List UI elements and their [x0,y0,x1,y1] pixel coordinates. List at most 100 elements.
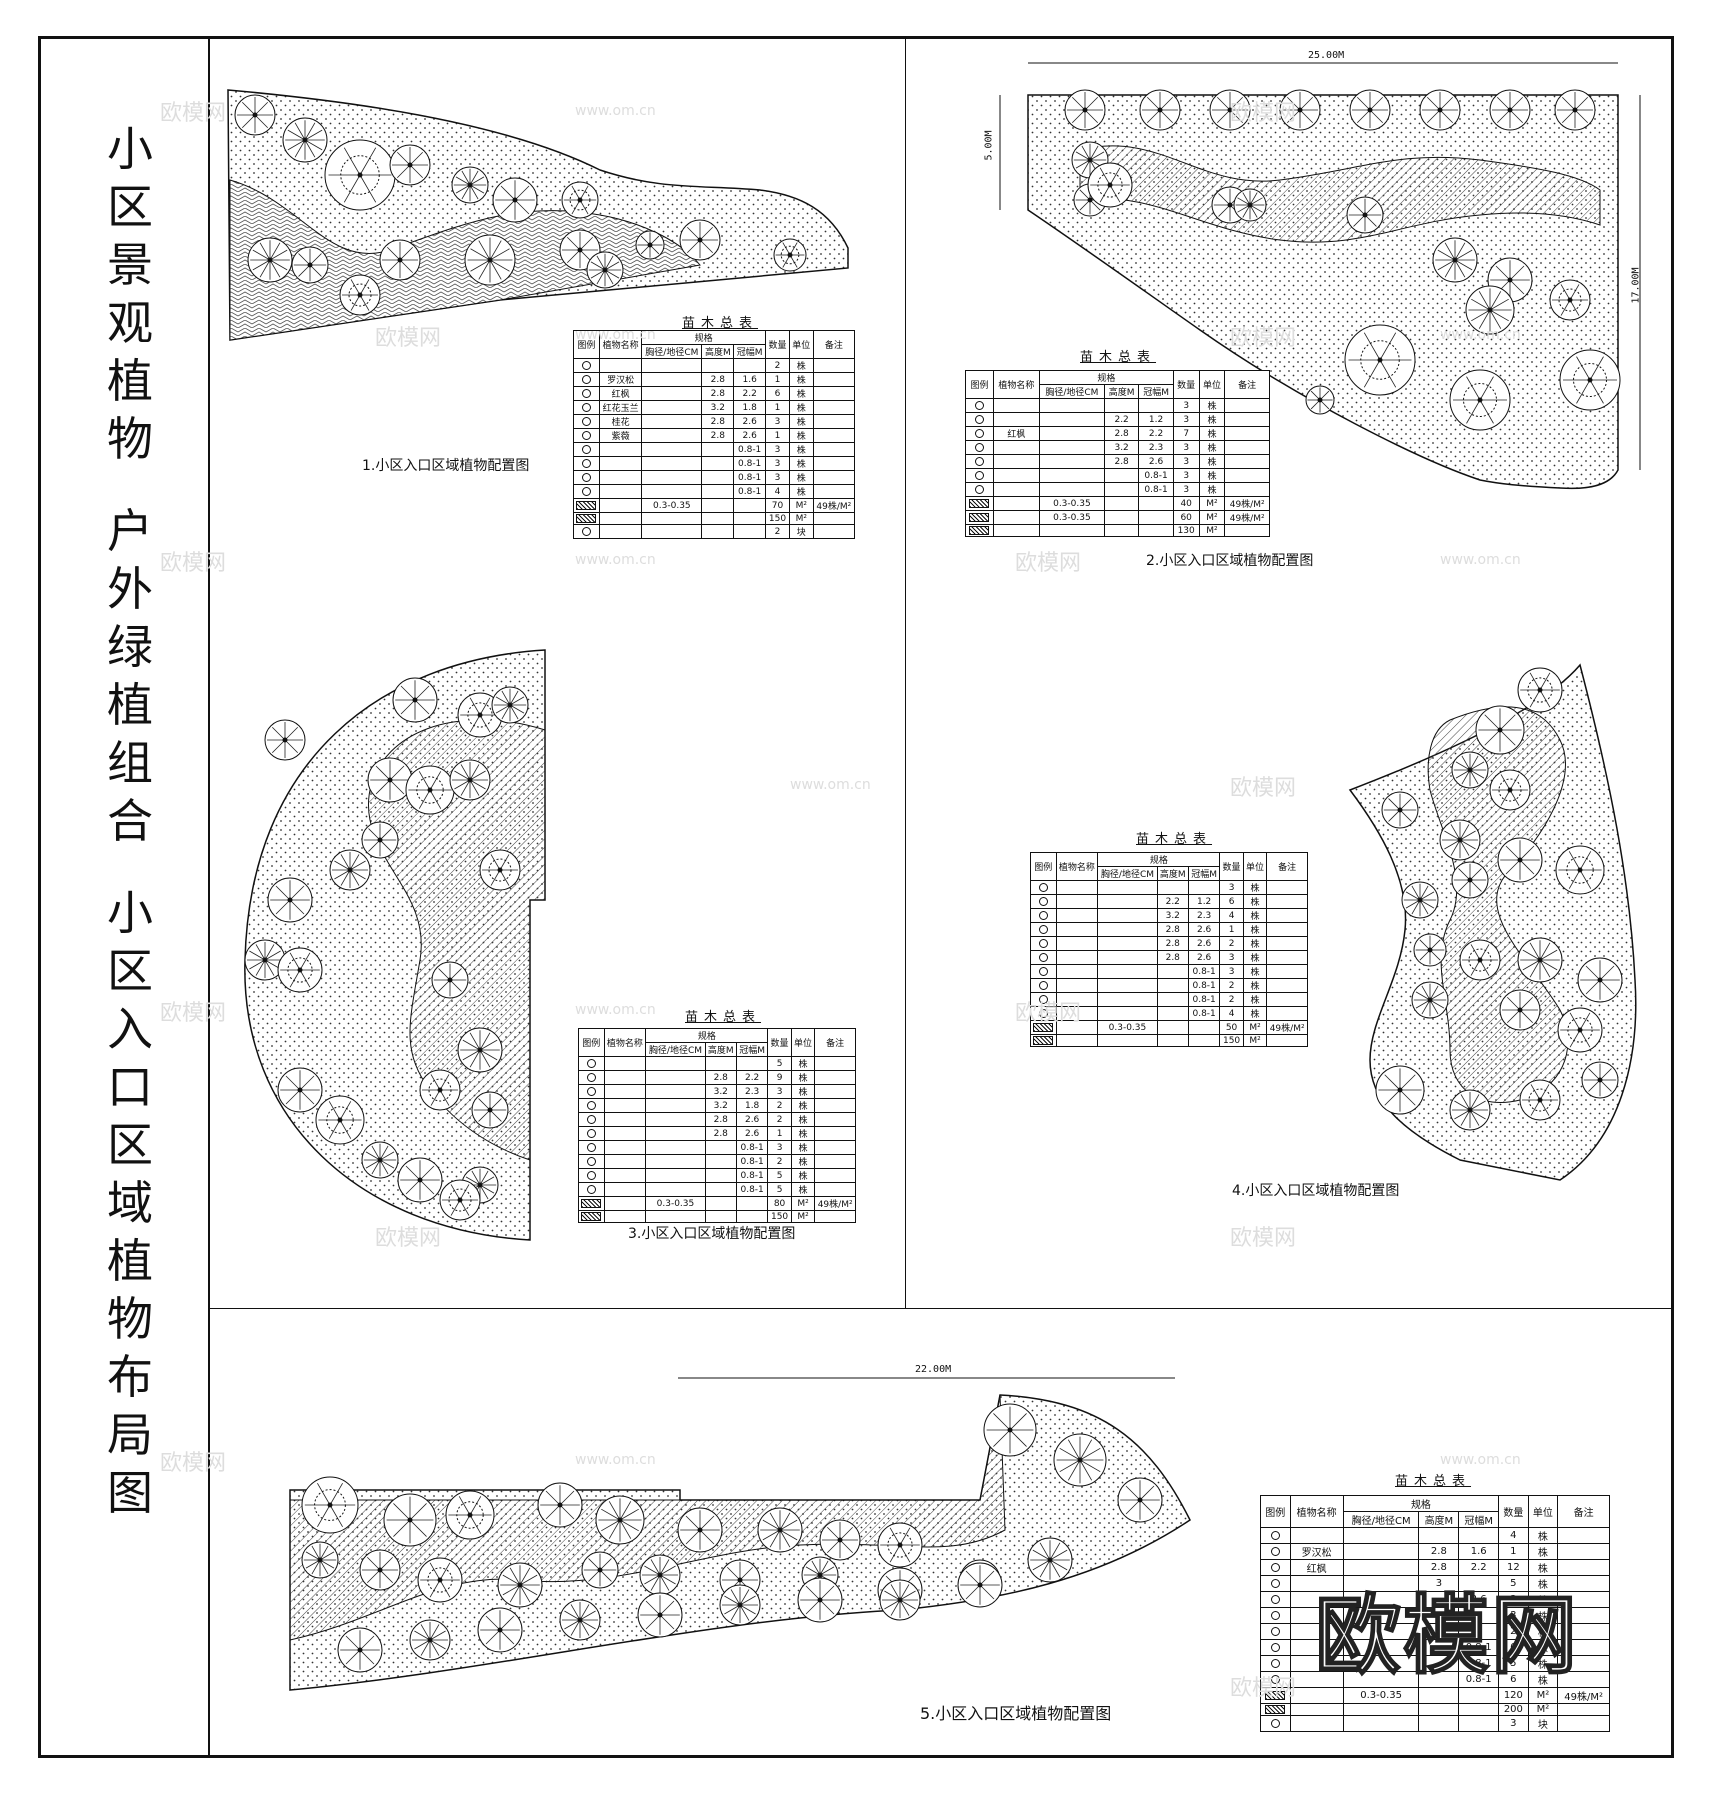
watermark-logo: 欧模网 [1230,1676,1297,1701]
watermark-url: www.om.cn [1440,327,1521,343]
legend-symbol-icon [1260,1703,1291,1716]
tree-symbol-icon [497,1562,543,1608]
tree-symbol-icon [1449,369,1511,431]
tree-symbol-icon [324,139,396,211]
table-cell: 0.8-1 [1138,482,1174,497]
col-unit: 单位 [1527,1495,1559,1528]
table-cell: 0.8-1 [1187,992,1221,1007]
tree-symbol-icon [379,239,421,281]
table-cell [1156,964,1189,979]
table-cell [645,1112,706,1127]
table-cell [1097,1006,1158,1021]
col-qty: 数量 [767,1028,792,1057]
tree-symbol-icon [451,166,489,204]
title-char: 植 [107,354,153,408]
table-cell [641,484,703,499]
table-cell [701,358,735,373]
legend-symbol-icon [573,386,600,401]
table-cell: 3 [765,456,790,471]
legend-symbol-icon [573,442,600,457]
table-cell [598,470,643,485]
table-cell [735,1056,769,1071]
table-cell: 2.8 [1103,426,1140,441]
table-cell: 3 [1172,482,1200,497]
table-cell: 3.2 [704,1084,737,1099]
tree-symbol-icon [409,1619,451,1661]
tree-symbol-icon [247,237,293,283]
tree-symbol-icon [1349,89,1391,131]
table-cell: M² [788,512,814,525]
tree-symbol-icon [1381,791,1419,829]
table-cell [603,1154,647,1169]
col-note: 备注 [1224,370,1270,399]
table-cell [704,1056,737,1071]
table-cell [704,1196,737,1211]
tree-symbol-icon [1497,837,1543,883]
table-cell: 1.2 [1138,412,1174,427]
col-note: 备注 [812,330,856,359]
table-cell [992,496,1040,511]
table-cell: M² [1198,496,1226,511]
table-cell [1138,510,1174,525]
table-cell [603,1210,647,1223]
table-cell: 5 [767,1056,792,1071]
plan-4 [1348,663,1637,1181]
col-legend: 图例 [965,370,994,399]
table-cell [1038,482,1105,497]
table-cell [1138,496,1174,511]
table-cell: 株 [788,358,814,373]
tree-symbol-icon [397,1157,443,1203]
table-cell: 70 [765,498,790,513]
table-cell [1055,1034,1099,1047]
table-cell: 6 [1219,894,1244,909]
watermark-url: www.om.cn [575,103,656,119]
table-cell [1224,454,1270,469]
table-cell: 2 [1219,936,1244,951]
table-cell [1038,440,1105,455]
legend-symbol-icon [578,1154,605,1169]
table-cell: 1 [1219,922,1244,937]
table-cell [1156,992,1189,1007]
table-cell [812,456,856,471]
col-qty: 数量 [1219,852,1244,881]
table-cell [1266,1034,1308,1047]
table-cell: 2 [1219,978,1244,993]
tree-symbol-icon [677,1507,723,1553]
table-cell: 株 [1242,894,1268,909]
table-cell [701,442,735,457]
table-cell: 株 [1198,468,1226,483]
table-cell [1055,908,1099,923]
table-cell: 2.6 [1187,936,1221,951]
watermark-url: www.om.cn [575,552,656,568]
table-cell: 2.8 [701,428,735,443]
table-cell [1055,894,1099,909]
col-note: 备注 [814,1028,856,1057]
watermark-logo: 欧模网 [160,1001,227,1026]
tree-symbol-icon [244,939,286,981]
table-cell: 株 [1527,1527,1559,1544]
tree-symbol-icon [581,1551,619,1589]
table-cell [598,498,643,513]
table-cell: 49株/M² [812,498,856,513]
table-title-3: 苗木总表 [685,1010,762,1025]
watermark-logo: 欧模网 [1230,326,1297,351]
table-cell [1266,978,1308,993]
table-cell: 2.8 [701,386,735,401]
table-cell: M² [1198,510,1226,525]
table-cell [598,456,643,471]
table-cell [814,1168,856,1183]
table-cell [701,456,735,471]
table-cell: 3 [767,1140,792,1155]
table-cell [1156,1034,1189,1047]
table-cell [641,456,703,471]
table-cell: 2.8 [1156,950,1189,965]
tree-symbol-icon [1064,89,1106,131]
table-cell [812,484,856,499]
